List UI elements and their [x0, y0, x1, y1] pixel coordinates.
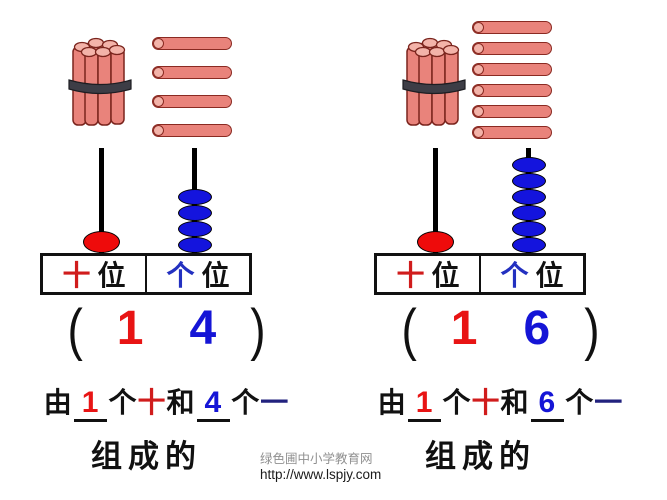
- text-shi: 十: [471, 387, 501, 418]
- composed-text: 组成的: [91, 439, 202, 474]
- tens-place-cell: 十 位: [43, 256, 147, 292]
- ones-place-cell: 个 位: [147, 256, 249, 292]
- tens-blank: 1: [407, 387, 442, 422]
- stick-bundle-icon: [402, 37, 466, 126]
- watermark-url: http://www.lspjy.com: [260, 467, 382, 482]
- bundle-tie-band: [402, 79, 466, 95]
- tens-place-word: 位: [97, 260, 126, 291]
- red-bead-icon: [83, 231, 120, 253]
- text-ge: 个: [565, 387, 595, 418]
- open-paren: (: [401, 296, 417, 362]
- ones-bead-stack: [512, 157, 546, 253]
- text-you: 由: [43, 387, 73, 418]
- ones-bead-stack: [178, 189, 212, 253]
- tens-digit: 1: [450, 302, 478, 355]
- ones-blank: 6: [530, 387, 565, 422]
- ones-place-word: 位: [201, 260, 230, 291]
- blue-bead-icon: [178, 205, 212, 221]
- stick-icon: [472, 105, 552, 118]
- stick-icon: [472, 21, 552, 34]
- loose-sticks: [152, 37, 232, 137]
- text-he: 和: [166, 387, 196, 418]
- loose-sticks: [472, 21, 552, 139]
- stick-icon: [472, 126, 552, 139]
- text-yi: 一: [260, 387, 290, 418]
- blue-bead-icon: [178, 189, 212, 205]
- text-he: 和: [500, 387, 530, 418]
- blue-bead-icon: [512, 221, 546, 237]
- watermark: 绿色圃中小学教育网 http://www.lspjy.com: [260, 452, 381, 483]
- close-paren: ): [584, 296, 600, 362]
- stick-icon: [152, 37, 232, 50]
- text-ge: 个: [442, 387, 472, 418]
- bundle-tie-band: [68, 79, 132, 95]
- tens-place-word: 位: [431, 260, 460, 291]
- text-ge: 个: [108, 387, 138, 418]
- blue-bead-icon: [178, 237, 212, 253]
- ones-digit: 6: [523, 302, 551, 355]
- text-yi: 一: [594, 387, 624, 418]
- tens-bead-stack: [83, 231, 120, 253]
- text-shi: 十: [137, 387, 167, 418]
- stick-icon: [472, 84, 552, 97]
- stick-icon: [152, 66, 232, 79]
- number-row: ( 1 4 ): [0, 300, 333, 358]
- stick-icon: [472, 42, 552, 55]
- place-value-box: 十 位 个 位: [40, 253, 252, 295]
- ones-place-word: 位: [535, 260, 564, 291]
- place-value-box: 十 位 个 位: [374, 253, 586, 295]
- tens-place-char: 十: [396, 260, 425, 291]
- stick-icon: [152, 124, 232, 137]
- number-row: ( 1 6 ): [334, 300, 667, 358]
- tens-digit: 1: [116, 302, 144, 355]
- close-paren: ): [250, 296, 266, 362]
- text-ge: 个: [231, 387, 261, 418]
- stick-bundle-icon: [68, 37, 132, 126]
- ones-digit: 4: [189, 302, 217, 355]
- tens-blank: 1: [73, 387, 108, 422]
- red-bead-icon: [417, 231, 454, 253]
- blue-bead-icon: [512, 205, 546, 221]
- blue-bead-icon: [512, 157, 546, 173]
- ones-place-cell: 个 位: [481, 256, 583, 292]
- blue-bead-icon: [512, 173, 546, 189]
- blue-bead-icon: [178, 221, 212, 237]
- ones-place-char: 个: [500, 260, 529, 291]
- watermark-site-name: 绿色圃中小学教育网: [260, 452, 373, 466]
- stick-icon: [472, 63, 552, 76]
- open-paren: (: [67, 296, 83, 362]
- ones-blank: 4: [196, 387, 231, 422]
- stick-icon: [152, 95, 232, 108]
- blue-bead-icon: [512, 237, 546, 253]
- tens-bead-stack: [417, 231, 454, 253]
- blue-bead-icon: [512, 189, 546, 205]
- text-you: 由: [377, 387, 407, 418]
- tens-rod: [99, 148, 104, 254]
- ones-place-char: 个: [166, 260, 195, 291]
- composed-text: 组成的: [425, 439, 536, 474]
- tens-place-char: 十: [62, 260, 91, 291]
- tens-place-cell: 十 位: [377, 256, 481, 292]
- tens-rod: [433, 148, 438, 254]
